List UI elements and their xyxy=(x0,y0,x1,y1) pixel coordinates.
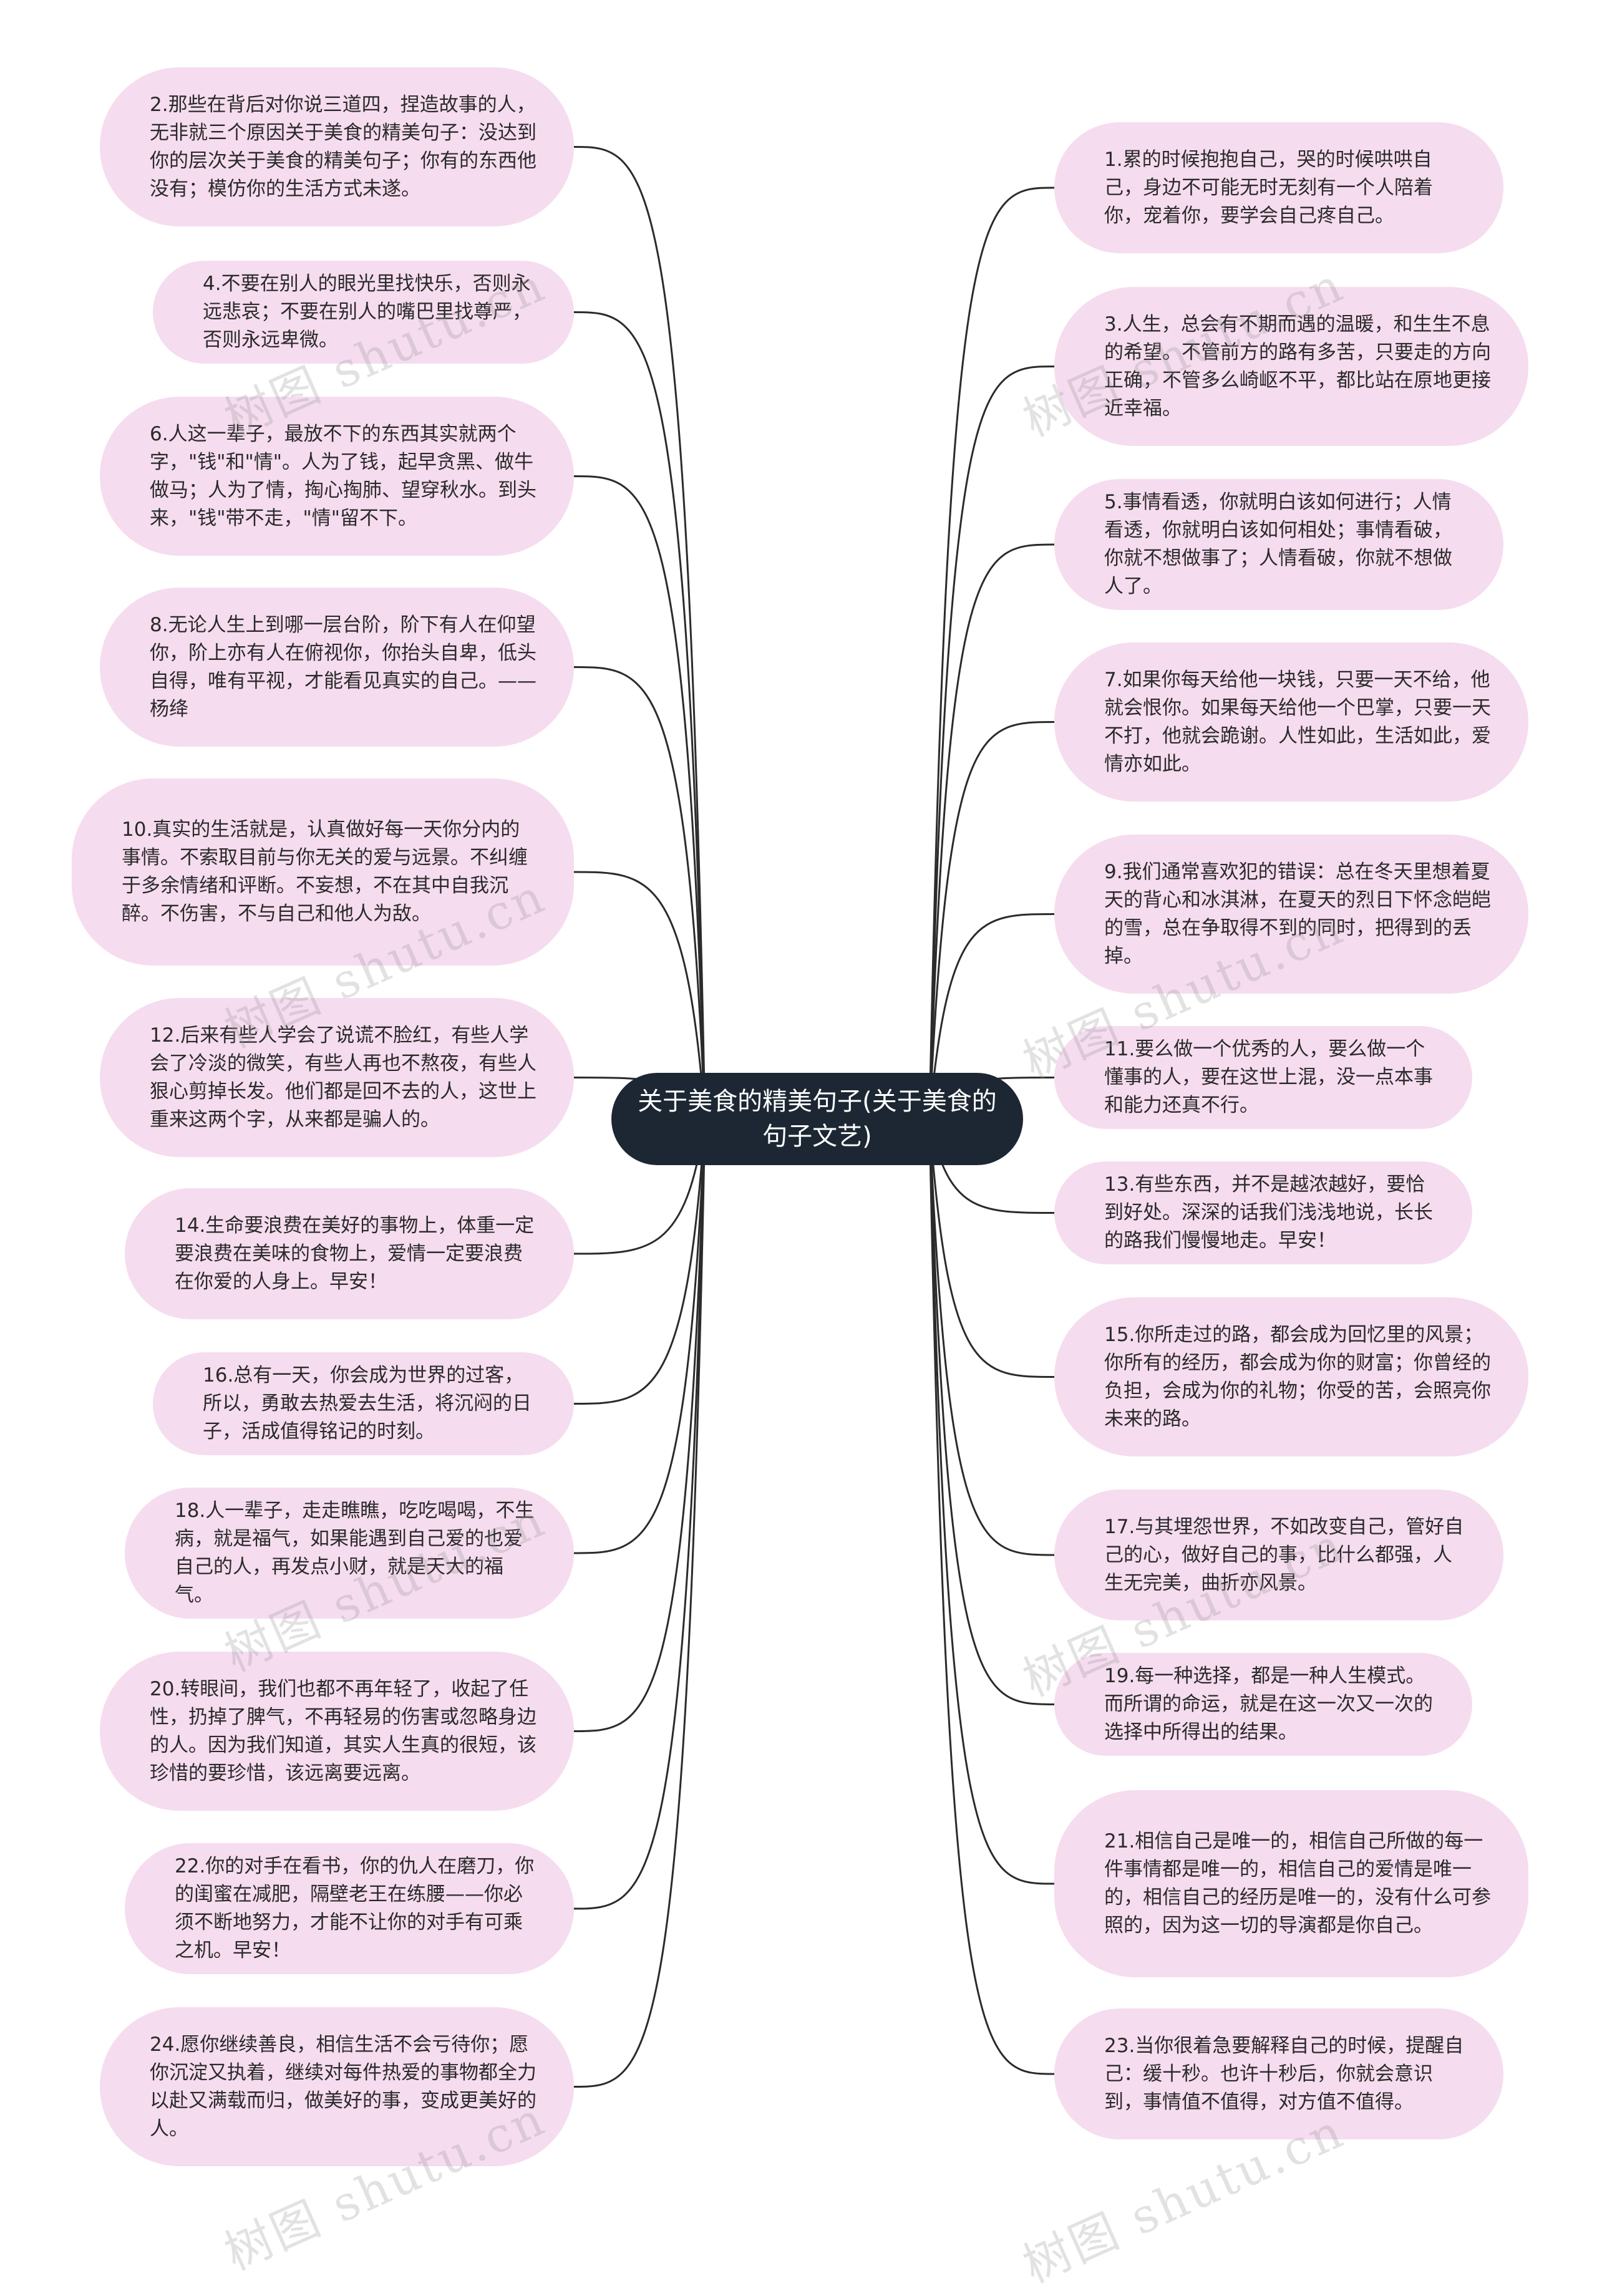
right-node-9[interactable]: 9.我们通常喜欢犯的错误：总在冬天里想着夏天的背心和冰淇淋，在夏天的烈日下怀念皑… xyxy=(1054,835,1528,994)
right-node-17[interactable]: 17.与其埋怨世界，不如改变自己，管好自己的心，做好自己的事，比什么都强，人生无… xyxy=(1054,1489,1503,1620)
left-node-20[interactable]: 20.转眼间，我们也都不再年轻了，收起了任性，扔掉了脾气，不再轻易的伤害或忽略身… xyxy=(100,1652,574,1811)
node-text: 22.你的对手在看书，你的仇人在磨刀，你的闺蜜在减肥，隔壁老王在练腰——你必须不… xyxy=(175,1855,535,1962)
node-text: 8.无论人生上到哪一层台阶，阶下有人在仰望你，阶上亦有人在俯视你，你抬头自卑，低… xyxy=(150,613,536,720)
connector-line xyxy=(928,366,1055,1120)
node-text: 13.有些东西，并不是越浓越好，要恰到好处。深深的话我们浅浅地说，长长的路我们慢… xyxy=(1104,1173,1433,1252)
node-text: 3.人生，总会有不期而遇的温暖，和生生不息的希望。不管前方的路有多苦，只要走的方… xyxy=(1104,312,1491,420)
connector-line xyxy=(928,913,1055,1120)
left-node-18[interactable]: 18.人一辈子，走走瞧瞧，吃吃喝喝，不生病，就是福气，如果能遇到自己爱的也爱自己… xyxy=(125,1488,574,1619)
connector-line xyxy=(928,186,1055,1120)
connector-line xyxy=(928,1118,1055,1705)
right-node-23[interactable]: 23.当你很着急要解释自己的时候，提醒自己：缓十秒。也许十秒后，你就会意识到，事… xyxy=(1054,2008,1503,2139)
connector-line xyxy=(928,1118,1055,1556)
connector-line xyxy=(928,1118,1055,2075)
right-node-3[interactable]: 3.人生，总会有不期而遇的温暖，和生生不息的希望。不管前方的路有多苦，只要走的方… xyxy=(1054,287,1528,446)
left-node-6[interactable]: 6.人这一辈子，最放不下的东西其实就两个字，"钱"和"情"。人为了钱，起早贪黑、… xyxy=(100,397,574,556)
connector-line xyxy=(928,543,1055,1120)
left-node-14[interactable]: 14.生命要浪费在美好的事物上，体重一定要浪费在美味的食物上，爱情一定要浪费在你… xyxy=(125,1188,574,1319)
connector-line xyxy=(573,1118,706,1910)
left-node-16[interactable]: 16.总有一天，你会成为世界的过客，所以，勇敢去热爱去生活，将沉闷的日子，活成值… xyxy=(153,1352,574,1455)
connector-line xyxy=(573,475,706,1120)
left-node-2[interactable]: 2.那些在背后对你说三道四，捏造故事的人，无非就三个原因关于美食的精美句子：没达… xyxy=(100,67,574,226)
right-node-7[interactable]: 7.如果你每天给他一块钱，只要一天不给，他就会恨你。如果每天给他一个巴掌，只要一… xyxy=(1054,642,1528,802)
right-node-15[interactable]: 15.你所走过的路，都会成为回忆里的风景；你所有的经历，都会成为你的财富；你曾经… xyxy=(1054,1297,1528,1456)
node-text: 21.相信自己是唯一的，相信自己所做的每一件事情都是唯一的，相信自己的爱情是唯一… xyxy=(1104,1830,1491,1937)
node-text: 1.累的时候抱抱自己，哭的时候哄哄自己，身边不可能无时无刻有一个人陪着你，宠着你… xyxy=(1104,148,1433,227)
root-title: 关于美食的精美句子(关于美食的句子文艺) xyxy=(638,1087,997,1151)
node-text: 18.人一辈子，走走瞧瞧，吃吃喝喝，不生病，就是福气，如果能遇到自己爱的也爱自己… xyxy=(175,1499,535,1606)
node-text: 4.不要在别人的眼光里找快乐，否则永远悲哀；不要在别人的嘴巴里找尊严，否则永远卑… xyxy=(203,273,532,351)
node-text: 12.后来有些人学会了说谎不脸红，有些人学会了冷淡的微笑，有些人再也不熬夜，有些… xyxy=(150,1024,536,1131)
connector-line xyxy=(573,666,706,1120)
connector-line xyxy=(928,721,1055,1120)
right-node-19[interactable]: 19.每一种选择，都是一种人生模式。而所谓的命运，就是在这一次又一次的选择中所得… xyxy=(1054,1653,1472,1756)
connector-line xyxy=(928,1118,1055,1378)
node-text: 10.真实的生活就是，认真做好每一天你分内的事情。不索取目前与你无关的爱与远景。… xyxy=(122,818,528,925)
connector-line xyxy=(573,1118,706,1554)
connector-line xyxy=(928,1118,1055,1885)
node-text: 11.要么做一个优秀的人，要么做一个懂事的人，要在这世上混，没一点本事和能力还真… xyxy=(1104,1038,1433,1117)
left-node-22[interactable]: 22.你的对手在看书，你的仇人在磨刀，你的闺蜜在减肥，隔壁老王在练腰——你必须不… xyxy=(125,1843,574,1974)
right-node-13[interactable]: 13.有些东西，并不是越浓越好，要恰到好处。深深的话我们浅浅地说，长长的路我们慢… xyxy=(1054,1161,1472,1264)
connector-line xyxy=(573,1118,706,2088)
node-text: 24.愿你继续善良，相信生活不会亏待你；愿你沉淀又执着，继续对每件热爱的事物都全… xyxy=(150,2033,536,2140)
connector-line xyxy=(573,1118,706,1732)
connector-line xyxy=(573,146,706,1120)
left-node-10[interactable]: 10.真实的生活就是，认真做好每一天你分内的事情。不索取目前与你无关的爱与远景。… xyxy=(72,778,574,966)
left-node-12[interactable]: 12.后来有些人学会了说谎不脸红，有些人学会了冷淡的微笑，有些人再也不熬夜，有些… xyxy=(100,998,574,1157)
node-text: 15.你所走过的路，都会成为回忆里的风景；你所有的经历，都会成为你的财富；你曾经… xyxy=(1104,1323,1491,1430)
connector-line xyxy=(573,1118,706,1405)
left-node-24[interactable]: 24.愿你继续善良，相信生活不会亏待你；愿你沉淀又执着，继续对每件热爱的事物都全… xyxy=(100,2007,574,2166)
node-text: 17.与其埋怨世界，不如改变自己，管好自己的心，做好自己的事，比什么都强，人生无… xyxy=(1104,1515,1464,1594)
connector-line xyxy=(573,1118,706,1255)
node-text: 7.如果你每天给他一块钱，只要一天不给，他就会恨你。如果每天给他一个巴掌，只要一… xyxy=(1104,668,1491,775)
root-node[interactable]: 关于美食的精美句子(关于美食的句子文艺) xyxy=(611,1073,1023,1165)
node-text: 19.每一种选择，都是一种人生模式。而所谓的命运，就是在这一次又一次的选择中所得… xyxy=(1104,1665,1433,1743)
connector-line xyxy=(573,311,706,1120)
node-text: 20.转眼间，我们也都不再年轻了，收起了任性，扔掉了脾气，不再轻易的伤害或忽略身… xyxy=(150,1677,536,1785)
right-node-11[interactable]: 11.要么做一个优秀的人，要么做一个懂事的人，要在这世上混，没一点本事和能力还真… xyxy=(1054,1026,1472,1129)
connector-line xyxy=(573,871,706,1120)
right-node-21[interactable]: 21.相信自己是唯一的，相信自己所做的每一件事情都是唯一的，相信自己的爱情是唯一… xyxy=(1054,1790,1528,1977)
node-text: 5.事情看透，你就明白该如何进行；人情看透，你就明白该如何相处；事情看破，你就不… xyxy=(1104,491,1452,598)
node-text: 6.人这一辈子，最放不下的东西其实就两个字，"钱"和"情"。人为了钱，起早贪黑、… xyxy=(150,422,536,530)
node-text: 16.总有一天，你会成为世界的过客，所以，勇敢去热爱去生活，将沉闷的日子，活成值… xyxy=(203,1364,532,1443)
right-node-5[interactable]: 5.事情看透，你就明白该如何进行；人情看透，你就明白该如何相处；事情看破，你就不… xyxy=(1054,479,1503,610)
node-text: 2.那些在背后对你说三道四，捏造故事的人，无非就三个原因关于美食的精美句子：没达… xyxy=(150,93,536,200)
node-text: 9.我们通常喜欢犯的错误：总在冬天里想着夏天的背心和冰淇淋，在夏天的烈日下怀念皑… xyxy=(1104,860,1491,967)
node-text: 23.当你很着急要解释自己的时候，提醒自己：缓十秒。也许十秒后，你就会意识到，事… xyxy=(1104,2034,1464,2113)
left-node-8[interactable]: 8.无论人生上到哪一层台阶，阶下有人在仰望你，阶上亦有人在俯视你，你抬头自卑，低… xyxy=(100,588,574,747)
left-node-4[interactable]: 4.不要在别人的眼光里找快乐，否则永远悲哀；不要在别人的嘴巴里找尊严，否则永远卑… xyxy=(153,261,574,364)
node-text: 14.生命要浪费在美好的事物上，体重一定要浪费在美味的食物上，爱情一定要浪费在你… xyxy=(175,1214,535,1293)
right-node-1[interactable]: 1.累的时候抱抱自己，哭的时候哄哄自己，身边不可能无时无刻有一个人陪着你，宠着你… xyxy=(1054,122,1503,253)
